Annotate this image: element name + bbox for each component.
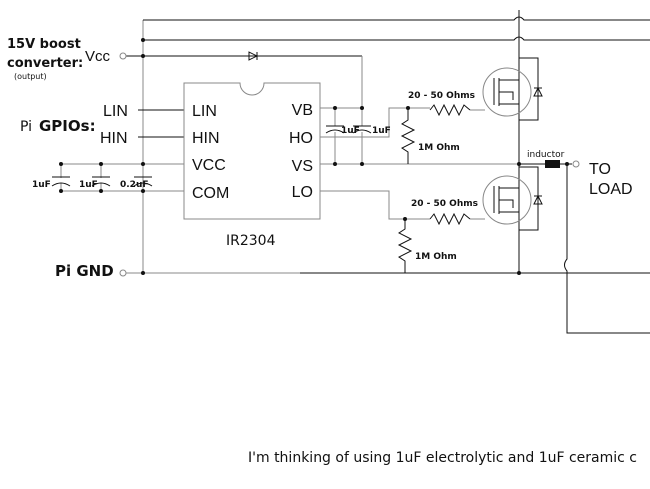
pin-com: COM xyxy=(192,185,229,202)
cap3-label: 0.2uF xyxy=(120,180,149,190)
pin-hin: HIN xyxy=(192,130,220,147)
vcc-label: Vcc xyxy=(85,48,111,65)
mosfet-high-icon xyxy=(482,57,543,121)
junction-dots xyxy=(59,38,569,275)
gnd-label: Pi GND xyxy=(55,262,114,280)
pin-lo: LO xyxy=(292,184,313,201)
pin-lin: LIN xyxy=(192,103,217,120)
boot-cap1-label: 1uF xyxy=(341,126,360,136)
supply-label-2: converter: xyxy=(7,56,83,71)
load-label: LOAD xyxy=(589,181,633,198)
cap2-label: 1uF xyxy=(79,180,98,190)
wires xyxy=(51,10,650,334)
mosfet-low-icon xyxy=(482,166,543,231)
boot-cap2-label: 1uF xyxy=(372,126,391,136)
pin-ho: HO xyxy=(289,130,313,147)
supply-note: (output) xyxy=(14,72,47,81)
pulldown-high-label: 1M Ohm xyxy=(418,143,460,153)
load-terminal xyxy=(572,160,580,168)
inductor-icon xyxy=(545,160,560,168)
gate-res-high-label: 20 - 50 Ohms xyxy=(408,91,475,101)
pin-vb: VB xyxy=(292,102,313,119)
gnd-terminal xyxy=(119,269,127,277)
pin-vcc: VCC xyxy=(192,157,226,174)
hin-label: HIN xyxy=(100,130,128,147)
caption-note: I'm thinking of using 1uF electrolytic a… xyxy=(248,450,637,466)
gate-res-low-label: 20 - 50 Ohms xyxy=(411,199,478,209)
gpio-prefix: Pi xyxy=(20,119,32,135)
cap1-label: 1uF xyxy=(32,180,51,190)
vcc-terminal xyxy=(119,52,127,60)
pulldown-low-label: 1M Ohm xyxy=(415,252,457,262)
gpio-label: GPIOs: xyxy=(39,117,96,135)
diode-icon xyxy=(248,51,259,61)
ic-ir2304: LIN HIN VCC COM VB HO VS LO IR2304 xyxy=(183,82,321,249)
ic-name: IR2304 xyxy=(226,233,276,249)
to-label: TO xyxy=(589,161,611,178)
pin-vs: VS xyxy=(292,158,313,175)
supply-label-1: 15V boost xyxy=(7,37,81,52)
inductor-label: inductor xyxy=(527,150,565,160)
lin-label: LIN xyxy=(103,103,128,120)
